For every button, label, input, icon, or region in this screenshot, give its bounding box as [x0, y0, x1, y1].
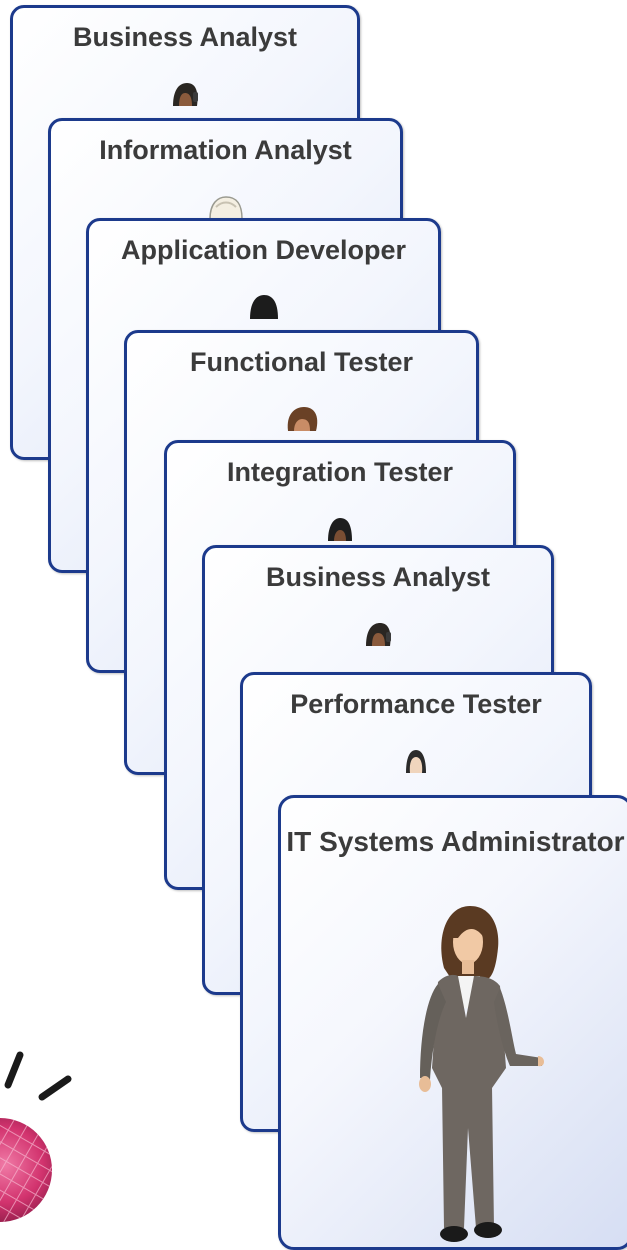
role-title: Performance Tester — [290, 689, 542, 719]
it-systems-administrator-figure-icon — [419, 906, 544, 1242]
smart-bulb-logo-icon — [0, 1051, 72, 1222]
role-title: Application Developer — [120, 235, 407, 265]
role-card-it-systems-administrator: IT Systems Administrator — [278, 795, 627, 1250]
application-developer-avatar-icon — [249, 295, 278, 319]
role-title: IT Systems Administrator — [286, 826, 625, 857]
business-analyst-avatar-icon — [173, 83, 198, 106]
role-title: Information Analyst — [99, 135, 352, 165]
role-title: Integration Tester — [226, 457, 454, 487]
information-analyst-avatar-icon — [208, 196, 243, 219]
role-title: Functional Tester — [189, 347, 414, 377]
business-analyst-avatar-icon — [366, 623, 391, 646]
role-title: Business Analyst — [72, 22, 298, 52]
performance-tester-avatar-icon — [406, 750, 426, 773]
role-title: Business Analyst — [265, 562, 491, 592]
functional-tester-avatar-icon — [287, 407, 317, 431]
integration-tester-avatar-icon — [328, 518, 352, 541]
